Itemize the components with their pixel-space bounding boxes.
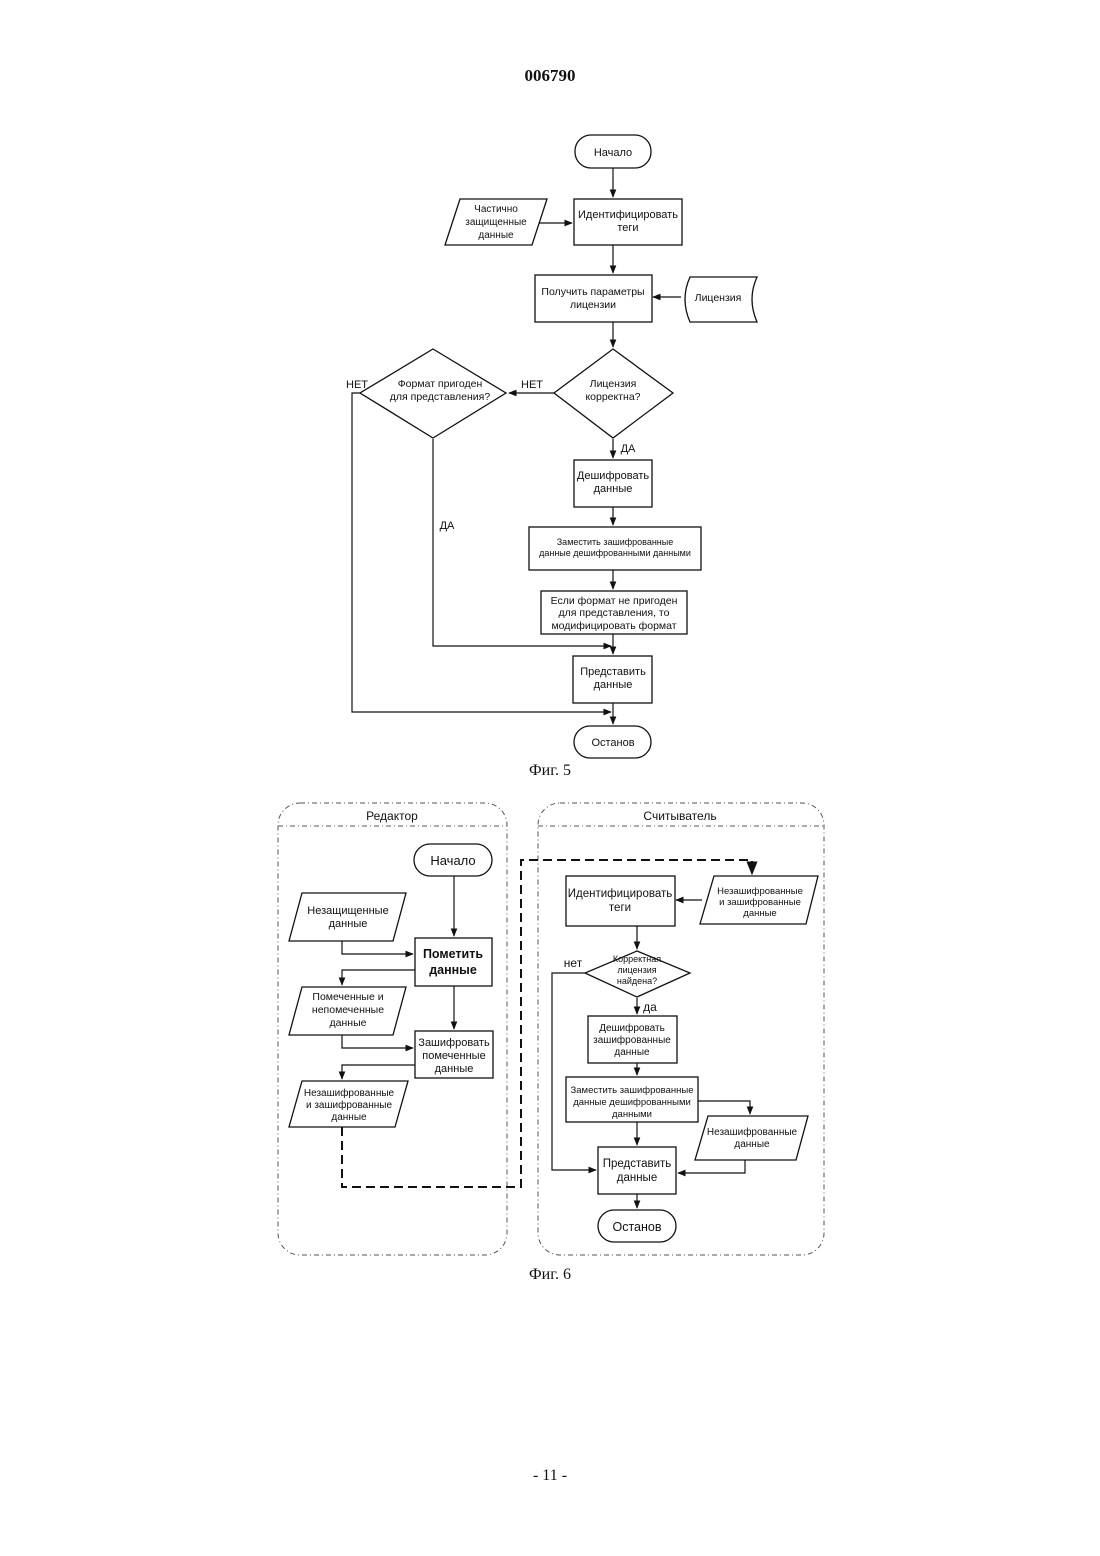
fig6-encrypt-marked-line1: Зашифровать [418, 1037, 490, 1049]
fig5-format-suitable-line1: Формат пригоден [398, 378, 483, 390]
fig6-unprotected-line2: данные [329, 918, 368, 930]
fig5-partially-protected-line2: защищенные [465, 217, 527, 228]
fig5-diagram: Начало Частично защищенные данные Иденти… [346, 135, 757, 758]
fig6-reader-lane [538, 803, 824, 1255]
fig6-present-data-line2: данные [617, 1172, 657, 1184]
fig6-reader-input-line2: и зашифрованные [719, 897, 801, 908]
fig6-replace-encrypted-line2: данные дешифрованными [573, 1097, 691, 1108]
fig6-no-label: нет [564, 956, 583, 970]
fig5-license-valid-line2: корректна? [585, 391, 640, 403]
fig6-unencrypted-line2: данные [734, 1139, 770, 1150]
fig5-caption: Фиг. 5 [0, 762, 1100, 780]
fig6-unencrypted-line1: Незашифрованные [707, 1126, 798, 1138]
fig6-stop-label: Останов [612, 1220, 661, 1234]
fig6-diagram: Редактор Считыватель Начало Незащищенные… [278, 803, 824, 1255]
fig6-editor-output-line1: Незашифрованные [304, 1087, 395, 1099]
fig5-replace-encrypted-line2: данные дешифрованными данными [539, 548, 691, 558]
fig5-modify-format-line3: модифицировать формат [551, 620, 676, 632]
fig5-get-license-params-line2: лицензии [570, 299, 616, 311]
fig5-decrypt-data-line1: Дешифровать [577, 470, 649, 482]
fig6-mark-data-line1: Пометить [423, 947, 483, 961]
fig6-edge-encrypt-output [342, 1065, 415, 1079]
fig6-marked-unmarked-line3: данные [330, 1017, 367, 1029]
fig6-edge-replace-unencrypted [698, 1101, 750, 1114]
fig6-encrypt-marked-line3: данные [435, 1063, 474, 1075]
fig6-edge-mark-marked [342, 970, 415, 985]
fig6-editor-start-label: Начало [430, 853, 475, 868]
fig5-license-label: Лицензия [695, 292, 742, 304]
fig6-identify-tags-line1: Идентифицировать [568, 888, 672, 900]
fig6-edge-transfer [342, 860, 752, 1187]
fig5-partially-protected-line1: Частично [474, 204, 518, 215]
fig5-identify-tags-line2: теги [617, 222, 638, 234]
fig5-replace-encrypted-line1: Заместить зашифрованные [557, 537, 674, 547]
fig5-license-valid-line1: Лицензия [590, 378, 637, 390]
fig6-marked-unmarked-line1: Помеченные и [312, 991, 383, 1003]
fig6-encrypt-marked-line2: помеченные [422, 1050, 485, 1062]
fig5-get-license-params-line1: Получить параметры [541, 286, 644, 298]
fig6-reader-input-line3: данные [743, 908, 776, 919]
fig5-stop-label: Останов [591, 737, 634, 749]
fig6-edge-unprotected-mark [342, 941, 413, 954]
fig6-caption: Фиг. 6 [0, 1266, 1100, 1284]
fig5-decrypt-data-line2: данные [594, 483, 633, 495]
fig6-license-found-line2: лицензия [617, 965, 656, 975]
fig6-replace-encrypted-line3: данными [612, 1109, 652, 1120]
fig6-license-found-line1: Корректная [613, 954, 661, 964]
fig5-no-label-valid: НЕТ [521, 379, 543, 391]
fig6-editor-output-line2: и зашифрованные [306, 1099, 392, 1111]
fig5-yes-label-format: ДА [440, 520, 455, 532]
fig6-editor-title: Редактор [366, 809, 418, 823]
fig6-mark-data-line2: данные [429, 963, 477, 977]
fig6-reader-input-line1: Незашифрованные [717, 886, 803, 897]
fig6-yes-label: да [643, 1000, 657, 1014]
fig6-identify-tags-box [566, 876, 675, 926]
fig6-reader-title: Считыватель [643, 809, 716, 823]
fig6-unprotected-data [289, 893, 406, 941]
fig6-replace-encrypted-line1: Заместить зашифрованные [571, 1085, 694, 1096]
fig5-modify-format-line2: для представления, то [559, 607, 670, 619]
fig6-license-found-line3: найдена? [617, 976, 657, 986]
fig5-present-data-line2: данные [594, 679, 633, 691]
fig6-decrypt-encrypted-line2: зашифрованные [593, 1034, 671, 1046]
fig6-present-data-box [598, 1147, 676, 1194]
fig6-marked-unmarked-line2: непомеченные [312, 1004, 384, 1016]
fig6-present-data-line1: Представить [603, 1158, 672, 1170]
fig6-edge-unencrypted-present [678, 1160, 745, 1173]
fig6-decrypt-encrypted-line3: данные [614, 1047, 650, 1058]
fig6-mark-data-box [415, 938, 492, 986]
fig5-identify-tags-line1: Идентифицировать [578, 209, 678, 221]
fig5-no-label-format: НЕТ [346, 379, 368, 391]
fig5-yes-label-valid: ДА [621, 443, 636, 455]
fig6-decrypt-encrypted-line1: Дешифровать [599, 1022, 665, 1034]
fig6-identify-tags-line2: теги [609, 902, 631, 914]
fig5-format-suitable-line2: для представления? [390, 391, 491, 403]
fig5-partially-protected-line3: данные [478, 230, 514, 241]
fig5-present-data-line1: Представить [580, 666, 646, 678]
fig6-unencrypted-data [695, 1116, 808, 1160]
page-number: - 11 - [0, 1467, 1100, 1485]
fig6-edge-decision-no [552, 973, 596, 1170]
fig5-start-label: Начало [594, 147, 632, 159]
fig6-editor-output-line3: данные [331, 1112, 367, 1123]
fig6-unprotected-line1: Незащищенные [307, 905, 388, 917]
fig5-modify-format-line1: Если формат не пригоден [551, 595, 678, 607]
fig6-edge-marked-encrypt [342, 1035, 413, 1048]
